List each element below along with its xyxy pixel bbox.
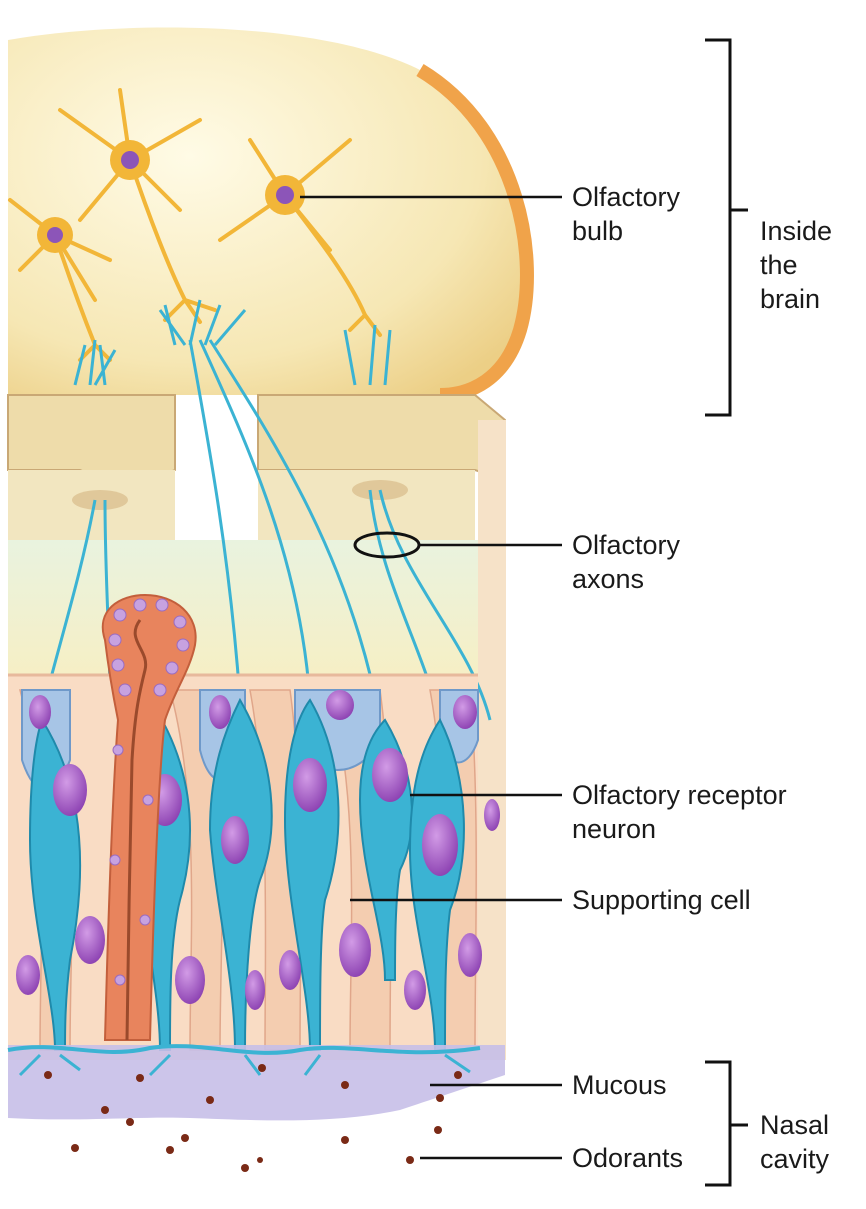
neuron-cell-bodies — [37, 140, 305, 253]
olfactory-bulb — [8, 27, 534, 402]
label-inside-the-brain: Inside the brain — [760, 216, 833, 314]
label-olfactory-bulb: Olfactory bulb — [572, 182, 681, 246]
mucus-layer — [7, 1044, 505, 1121]
brackets — [705, 38, 748, 1187]
label-supporting-cell: Supporting cell — [572, 885, 751, 915]
cell-nuclei — [16, 690, 500, 1010]
tissue-side-face — [478, 420, 506, 1060]
glomeruli — [73, 299, 392, 386]
label-olfactory-axons: Olfactory axons — [572, 530, 681, 594]
leader-lines — [300, 195, 562, 1160]
axon-highlight-ring — [353, 531, 421, 559]
label-mucous: Mucous — [572, 1070, 667, 1100]
label-olfactory-receptor-neuron: Olfactory receptor neuron — [572, 780, 787, 844]
label-nasal-cavity: Nasal cavity — [760, 1110, 830, 1174]
bowmans-gland — [101, 593, 197, 1041]
label-odorants: Odorants — [572, 1143, 684, 1173]
odorant-molecules — [44, 1064, 462, 1172]
